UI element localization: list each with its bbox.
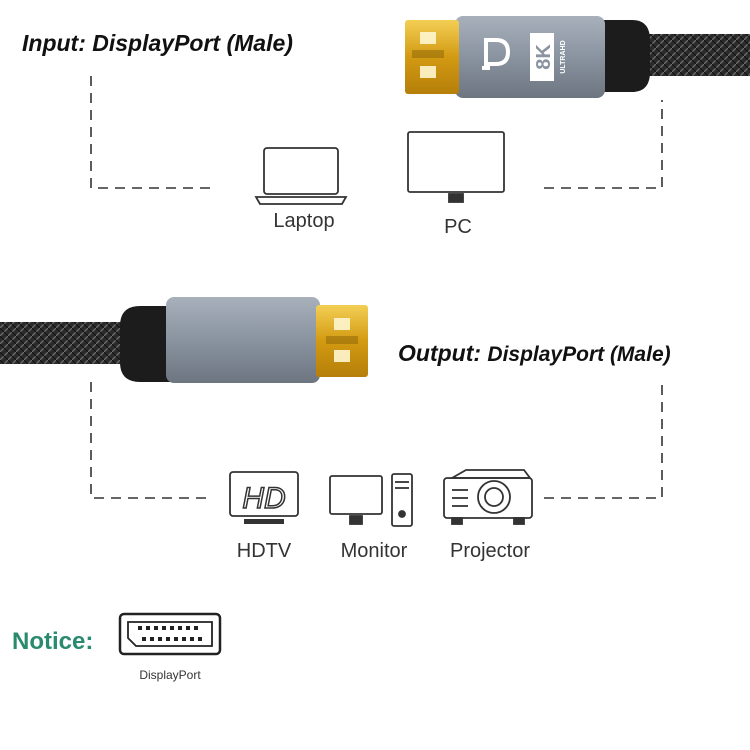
badge-text: 8K	[533, 44, 555, 70]
output-cable-braid	[0, 322, 126, 364]
hdtv-icon: HD	[229, 471, 299, 524]
notice-label: Notice:	[12, 628, 94, 655]
output-heading-value: DisplayPort (Male)	[487, 343, 671, 366]
device-label-monitor: Monitor	[340, 540, 408, 562]
badge-subtext: ULTRAHD	[560, 40, 567, 73]
input-cable-braid	[636, 34, 750, 76]
monitor-icon	[329, 473, 413, 527]
input-dashed-lines	[90, 76, 663, 189]
output-connector	[0, 297, 368, 383]
input-heading-label: Input:	[22, 30, 86, 56]
displayport-logo-icon	[482, 38, 511, 70]
displayport-socket-icon	[118, 612, 222, 656]
input-connector: 8K ULTRAHD	[405, 16, 750, 98]
input-heading-value: DisplayPort (Male)	[92, 30, 293, 56]
output-connector-shell	[166, 297, 320, 383]
output-connector-boot	[120, 306, 174, 382]
output-heading-label: Output:	[398, 340, 482, 366]
projector-icon	[443, 469, 533, 525]
input-connector-boot	[598, 20, 650, 92]
pc-icon	[407, 131, 505, 203]
laptop-icon	[254, 147, 348, 205]
device-label-projector: Projector	[449, 540, 531, 562]
device-label-laptop: Laptop	[273, 210, 335, 232]
8k-badge: 8K ULTRAHD	[530, 33, 567, 81]
output-heading: Output: DisplayPort (Male)	[398, 340, 671, 367]
output-dashed-lines	[90, 382, 663, 499]
device-label-hdtv: HDTV	[236, 540, 292, 562]
device-label-pc: PC	[444, 216, 472, 238]
displayport-caption: DisplayPort	[139, 668, 201, 682]
input-heading: Input: DisplayPort (Male)	[22, 30, 293, 57]
hdtv-icon-text: HD	[242, 482, 285, 515]
